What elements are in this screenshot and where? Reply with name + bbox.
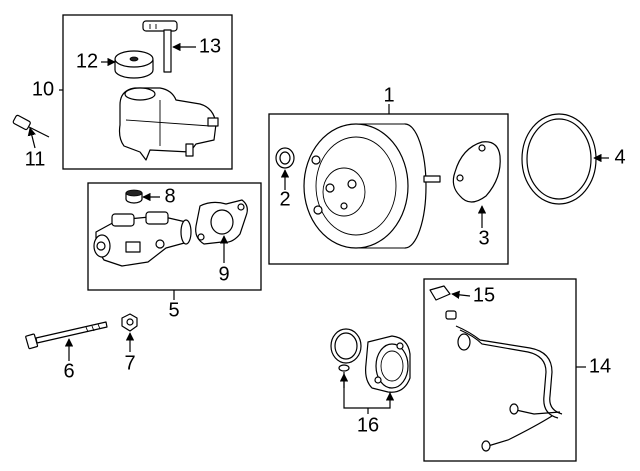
master-cylinder-art <box>93 211 192 267</box>
fluid-reservoir-art <box>118 87 219 161</box>
vacuum-pump-art <box>330 328 411 393</box>
gasket-art <box>195 199 248 245</box>
mounting-nut-art <box>121 313 138 332</box>
callout-2: 2 <box>279 188 290 210</box>
reservoir-group-box <box>62 14 233 170</box>
callout-9: 9 <box>218 263 229 285</box>
callout-8: 8 <box>164 185 175 207</box>
grommet-art <box>125 189 143 204</box>
callout-3: 3 <box>478 227 489 249</box>
callout-14: 14 <box>589 355 611 377</box>
callout-15: 15 <box>473 284 495 306</box>
retaining-pin-art <box>12 114 50 138</box>
callout-labels: 1 2 3 4 5 6 7 8 9 10 11 12 13 14 15 16 <box>25 35 626 436</box>
callout-16: 16 <box>357 414 379 436</box>
booster-ring-art <box>521 113 597 205</box>
reservoir-sensor-art <box>142 20 178 73</box>
callout-5: 5 <box>168 299 179 321</box>
vacuum-hose-group-box <box>423 278 577 462</box>
booster-gasket-art <box>452 141 501 203</box>
callout-11: 11 <box>25 148 46 170</box>
mounting-bolt-art <box>25 321 108 350</box>
brake-booster-art <box>303 123 441 249</box>
callout-7: 7 <box>124 352 135 374</box>
callout-6: 6 <box>63 360 74 382</box>
callout-13: 13 <box>199 35 221 57</box>
callout-12: 12 <box>76 50 98 72</box>
leader-lines <box>27 42 609 414</box>
callout-4: 4 <box>614 146 625 168</box>
callout-1: 1 <box>383 84 394 106</box>
vacuum-hose-art <box>429 285 563 452</box>
reservoir-cap-art <box>114 50 154 79</box>
booster-seal-art <box>275 147 295 169</box>
callout-10: 10 <box>32 78 54 100</box>
